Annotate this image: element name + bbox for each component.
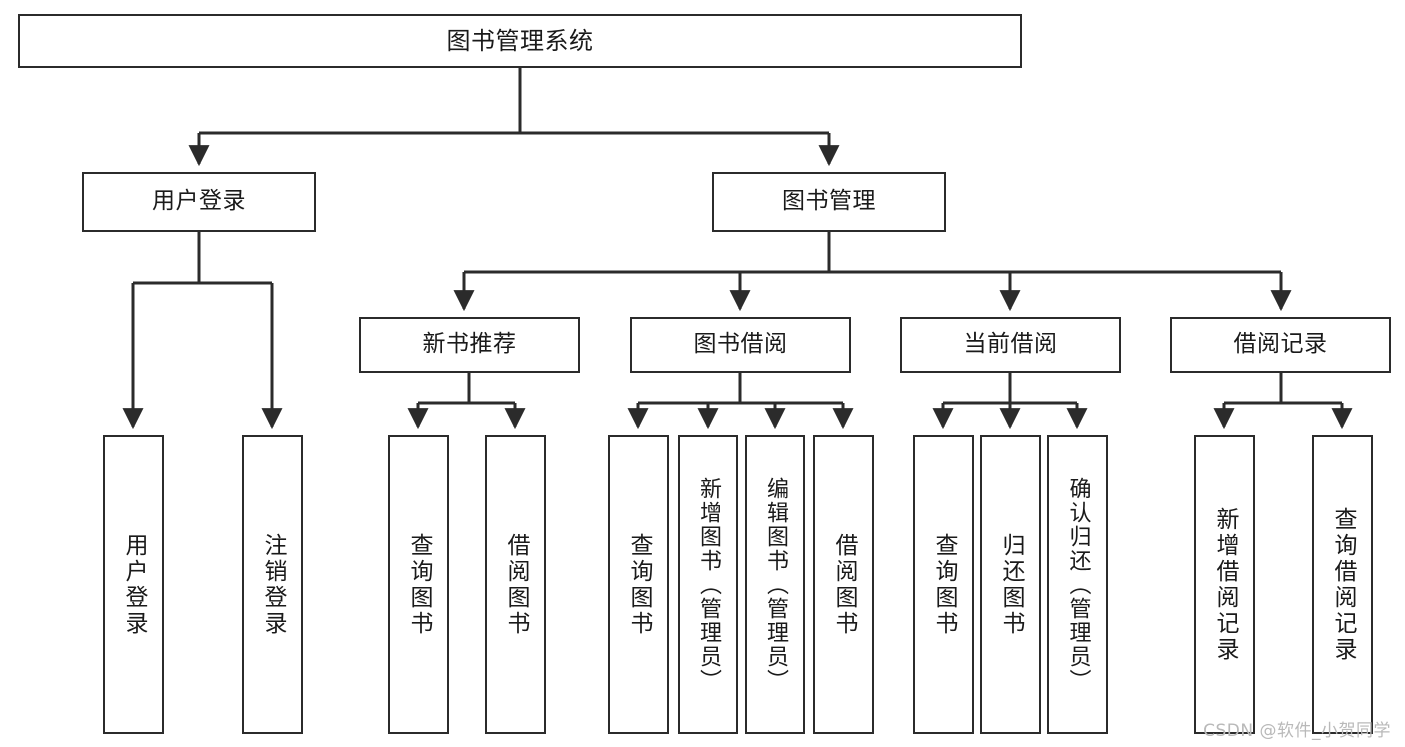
node-leaf-add-borrow-record[interactable]: 新增借阅记录 [1194,435,1255,734]
node-book-management-label: 图书管理 [782,188,876,215]
node-leaf-borrow-book-label: 借阅图书 [831,532,857,637]
node-leaf-query-borrow-record-label: 查询借阅记录 [1330,506,1356,663]
node-leaf-add-borrow-record-label: 新增借阅记录 [1212,506,1238,663]
node-leaf-return-book[interactable]: 归还图书 [980,435,1041,734]
node-leaf-add-book[interactable]: 新增图书（管理员） [678,435,738,734]
node-leaf-query-book-borrow[interactable]: 查询图书 [608,435,669,734]
node-leaf-add-book-label: 新增图书（管理员） [696,476,721,693]
node-leaf-query-book-recommend-label: 查询图书 [406,532,432,637]
node-borrow-record-label: 借阅记录 [1233,331,1328,358]
node-leaf-return-book-label: 归还图书 [998,532,1024,637]
node-leaf-query-book-borrow-label: 查询图书 [626,532,652,637]
node-leaf-confirm-return-label: 确认归还（管理员） [1065,476,1091,693]
node-leaf-user-login[interactable]: 用户登录 [103,435,164,734]
node-leaf-edit-book-label: 编辑图书（管理员） [763,476,788,693]
node-leaf-borrow-book-recommend-label: 借阅图书 [503,532,529,637]
node-leaf-logout[interactable]: 注销登录 [242,435,303,734]
node-leaf-query-book-current-label: 查询图书 [931,532,957,637]
node-leaf-confirm-return[interactable]: 确认归还（管理员） [1047,435,1108,734]
node-root-label: 图书管理系统 [446,26,594,55]
node-new-book-recommend-label: 新书推荐 [422,331,517,358]
node-user-login[interactable]: 用户登录 [82,172,316,232]
node-current-borrow-label: 当前借阅 [963,331,1058,358]
watermark: CSDN @软件_小贺同学 [1203,721,1391,741]
node-borrow-record[interactable]: 借阅记录 [1170,317,1391,373]
node-current-borrow[interactable]: 当前借阅 [900,317,1121,373]
node-leaf-query-borrow-record[interactable]: 查询借阅记录 [1312,435,1373,734]
node-leaf-query-book-recommend[interactable]: 查询图书 [388,435,449,734]
node-book-borrow-label: 图书借阅 [693,331,788,358]
node-leaf-borrow-book-recommend[interactable]: 借阅图书 [485,435,546,734]
node-book-management[interactable]: 图书管理 [712,172,946,232]
node-leaf-user-login-label: 用户登录 [121,532,147,637]
node-new-book-recommend[interactable]: 新书推荐 [359,317,580,373]
node-leaf-edit-book[interactable]: 编辑图书（管理员） [745,435,805,734]
node-leaf-logout-label: 注销登录 [260,532,286,637]
node-user-login-label: 用户登录 [152,188,246,215]
node-leaf-query-book-current[interactable]: 查询图书 [913,435,974,734]
node-leaf-borrow-book[interactable]: 借阅图书 [813,435,874,734]
node-book-borrow[interactable]: 图书借阅 [630,317,851,373]
node-root[interactable]: 图书管理系统 [18,14,1022,68]
